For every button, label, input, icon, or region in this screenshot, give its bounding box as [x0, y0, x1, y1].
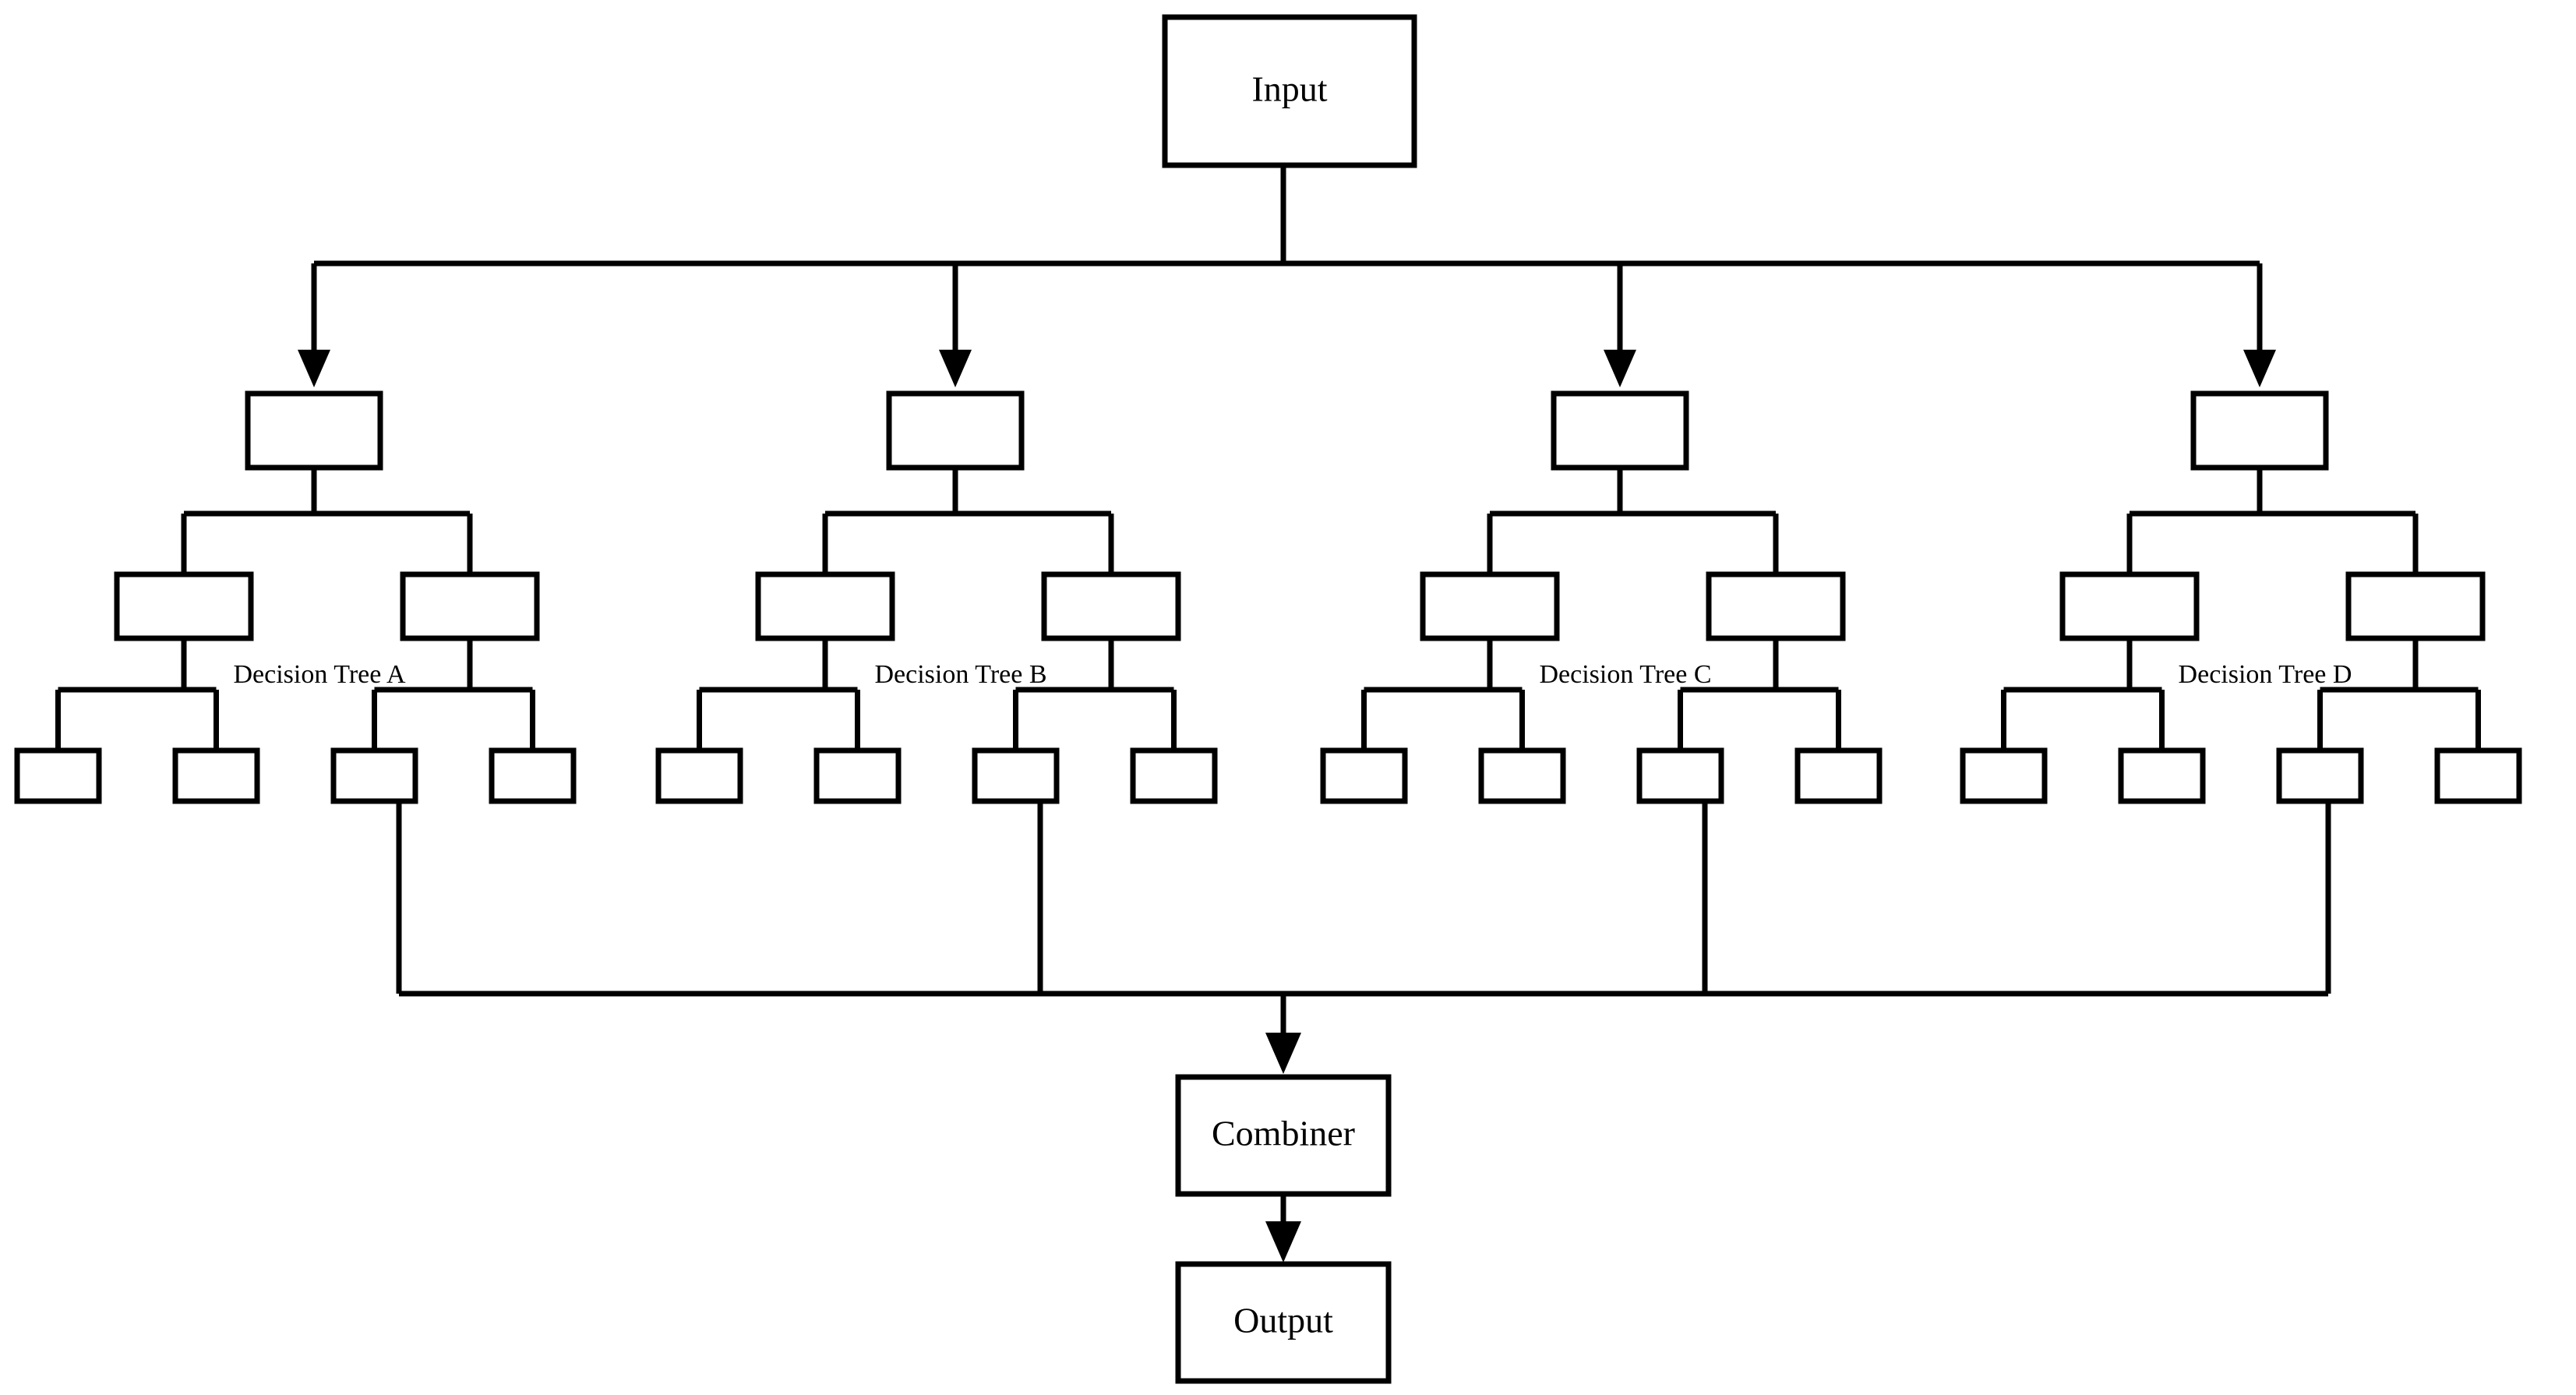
distribution-arrow-head-icon-3 [2243, 349, 2276, 387]
tree-leaf-node-2-3 [1794, 747, 1883, 804]
tree-leaf-node-1-0 [655, 747, 743, 804]
decision-tree-c [1320, 390, 1883, 804]
decision-tree-d [1960, 390, 2522, 804]
tree-root-node-1 [886, 390, 1025, 471]
tree-labels-group: Decision Tree A Decision Tree B Decision T… [234, 660, 2352, 689]
tree-child-node-2-0 [1420, 571, 1560, 641]
distribution-arrow-head-icon-2 [1604, 349, 1636, 387]
tree-leaf-node-3-0 [1960, 747, 2048, 804]
combiner-node-rect [1175, 1074, 1392, 1197]
collector-arrow-head-icon [1265, 1033, 1301, 1074]
input-node: Input [1162, 14, 1417, 168]
tree-child-node-3-1 [2345, 571, 2486, 641]
tree-root-node-0 [245, 390, 383, 471]
distribution-arrow-head-icon-0 [298, 349, 330, 387]
tree-leaf-node-3-3 [2434, 747, 2522, 804]
tree-leaf-node-3-1 [2118, 747, 2206, 804]
tree-leaf-node-3-2 [2276, 747, 2364, 804]
tree-leaf-node-0-1 [172, 747, 260, 804]
tree-child-node-0-0 [114, 571, 254, 641]
collector-bar-group [396, 801, 2331, 1074]
tree-root-node-3 [2190, 390, 2329, 471]
output-node: Output [1175, 1261, 1392, 1384]
tree-label-1: Decision Tree B [875, 660, 1047, 689]
tree-leaf-node-0-3 [489, 747, 577, 804]
decision-tree-b [655, 390, 1218, 804]
distribution-bar-group [298, 260, 2276, 387]
tree-label-2: Decision Tree C [1540, 660, 1712, 689]
tree-leaf-node-1-1 [813, 747, 902, 804]
input-node-rect [1162, 14, 1417, 168]
tree-leaf-node-0-2 [330, 747, 418, 804]
tree-leaf-node-1-2 [972, 747, 1060, 804]
output-node-rect [1175, 1261, 1392, 1384]
combiner-node-label: Combiner [1212, 1114, 1355, 1153]
tree-child-node-2-1 [1706, 571, 1846, 641]
output-node-label: Output [1233, 1301, 1333, 1340]
input-node-label: Input [1251, 69, 1327, 109]
tree-child-node-1-0 [755, 571, 895, 641]
decision-tree-a [14, 390, 577, 804]
combiner-to-output-arrow [1265, 1194, 1301, 1263]
tree-leaf-node-2-1 [1478, 747, 1566, 804]
tree-leaf-node-2-0 [1320, 747, 1408, 804]
tree-child-node-3-0 [2059, 571, 2200, 641]
tree-leaf-node-2-2 [1636, 747, 1724, 804]
tree-child-node-0-1 [400, 571, 540, 641]
distribution-arrow-head-icon-1 [939, 349, 972, 387]
decision-trees-group [14, 390, 2522, 804]
tree-leaf-node-0-0 [14, 747, 102, 804]
tree-label-3: Decision Tree D [2179, 660, 2352, 689]
tree-label-0: Decision Tree A [234, 660, 406, 689]
tree-child-node-1-1 [1041, 571, 1181, 641]
combiner-output-arrow-head-icon [1265, 1221, 1301, 1263]
combiner-node: Combiner [1175, 1074, 1392, 1197]
tree-root-node-2 [1551, 390, 1689, 471]
tree-leaf-node-1-3 [1130, 747, 1218, 804]
